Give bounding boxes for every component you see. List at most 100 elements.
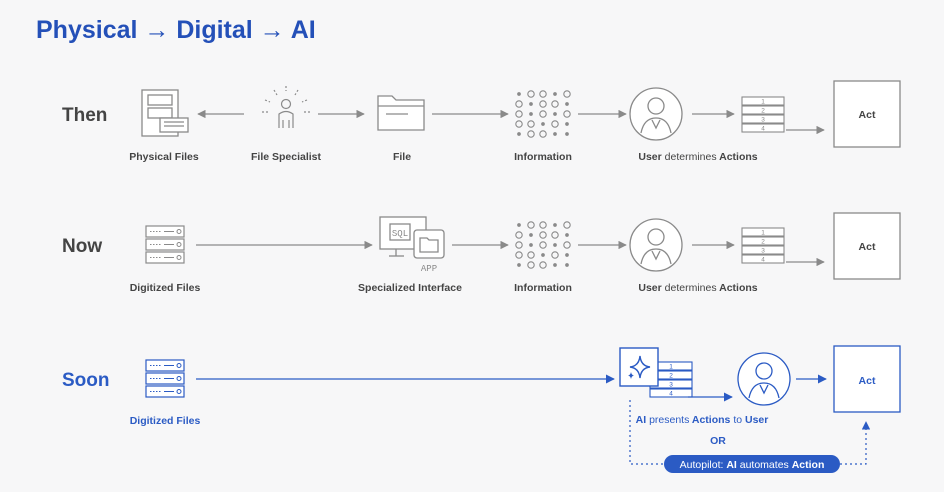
row-label-now: Now [62, 236, 102, 257]
dot [527, 221, 535, 229]
action-row [741, 105, 785, 115]
dot [517, 223, 521, 227]
action-number: 4 [669, 391, 673, 398]
server-stack-icon [145, 359, 185, 398]
action-row [741, 96, 785, 106]
dot [527, 90, 535, 98]
server-led [176, 376, 182, 381]
caption-ai-presents-actions: AI presents Actions to User [636, 414, 769, 426]
dot [529, 243, 533, 247]
server-led [176, 255, 182, 260]
ai-sparkle-icon [619, 347, 659, 387]
dot [529, 102, 533, 106]
user-avatar-icon [737, 352, 791, 406]
action-number: 4 [761, 126, 765, 133]
caption-user-determines-actions: User determines Actions [638, 151, 757, 163]
action-number: 3 [669, 382, 673, 389]
act-label-soon: Act [859, 375, 876, 387]
act-box-then [833, 80, 901, 148]
act-label-now: Act [859, 241, 876, 253]
dot [551, 251, 559, 259]
action-row [741, 114, 785, 124]
caption-information-now: Information [514, 282, 572, 294]
action-row [741, 123, 785, 133]
dot [515, 241, 523, 249]
dot [517, 92, 521, 96]
action-list-icon: 1 2 3 4 [649, 361, 693, 398]
dot [551, 120, 559, 128]
dot [565, 233, 569, 237]
action-number: 1 [761, 99, 765, 106]
user-avatar-icon [629, 218, 683, 272]
dot [515, 110, 523, 118]
action-number: 3 [761, 117, 765, 124]
dot [553, 92, 557, 96]
sql-label: SQL [392, 229, 408, 239]
action-row [741, 227, 785, 237]
dot [565, 132, 569, 136]
dot [553, 243, 557, 247]
server-led [176, 389, 182, 394]
action-row [741, 254, 785, 264]
action-row [741, 245, 785, 255]
dot [553, 223, 557, 227]
dot [515, 100, 523, 108]
dot [539, 110, 547, 118]
action-number: 1 [761, 230, 765, 237]
dot [515, 251, 523, 259]
dot-matrix-icon [515, 90, 571, 138]
row-label-then: Then [62, 105, 107, 126]
action-row [741, 236, 785, 246]
server-led [176, 229, 182, 234]
server-led [176, 363, 182, 368]
act-box-soon [833, 345, 901, 413]
app-label: APP [421, 264, 437, 274]
person-spotlight-icon [262, 86, 310, 128]
dot [565, 253, 569, 257]
dot [563, 90, 571, 98]
caption-digitized-files-soon: Digitized Files [130, 415, 201, 427]
dot [551, 100, 559, 108]
dot [539, 241, 547, 249]
dot [541, 122, 545, 126]
caption-file: File [393, 151, 411, 163]
server-stack-icon [145, 225, 185, 264]
dot [563, 221, 571, 229]
dot [515, 231, 523, 239]
dot [529, 112, 533, 116]
act-label-then: Act [859, 109, 876, 121]
action-number: 2 [669, 373, 673, 380]
caption-digitized-files-now: Digitized Files [130, 282, 201, 294]
dot [539, 130, 547, 138]
dot [551, 231, 559, 239]
dot [517, 263, 521, 267]
dot [539, 221, 547, 229]
dot [565, 263, 569, 267]
dot [541, 253, 545, 257]
page-title: Physical → Digital → AI [36, 16, 316, 44]
dot [527, 120, 535, 128]
dot [517, 132, 521, 136]
dot [553, 263, 557, 267]
server-led [176, 242, 182, 247]
dot [527, 261, 535, 269]
dot [527, 130, 535, 138]
user-avatar-icon [629, 87, 683, 141]
action-row [649, 388, 693, 398]
action-number: 1 [669, 364, 673, 371]
caption-file-specialist: File Specialist [251, 151, 322, 163]
dot [527, 251, 535, 259]
monitor-app-icon: SQL APP [379, 216, 445, 274]
caption-information: Information [514, 151, 572, 163]
dot [515, 120, 523, 128]
action-number: 2 [761, 239, 765, 246]
dot [539, 100, 547, 108]
dot [563, 241, 571, 249]
dot [529, 233, 533, 237]
dot [565, 102, 569, 106]
action-list-icon: 1 2 3 4 [741, 96, 785, 133]
action-number: 2 [761, 108, 765, 115]
folder-icon [377, 95, 425, 131]
